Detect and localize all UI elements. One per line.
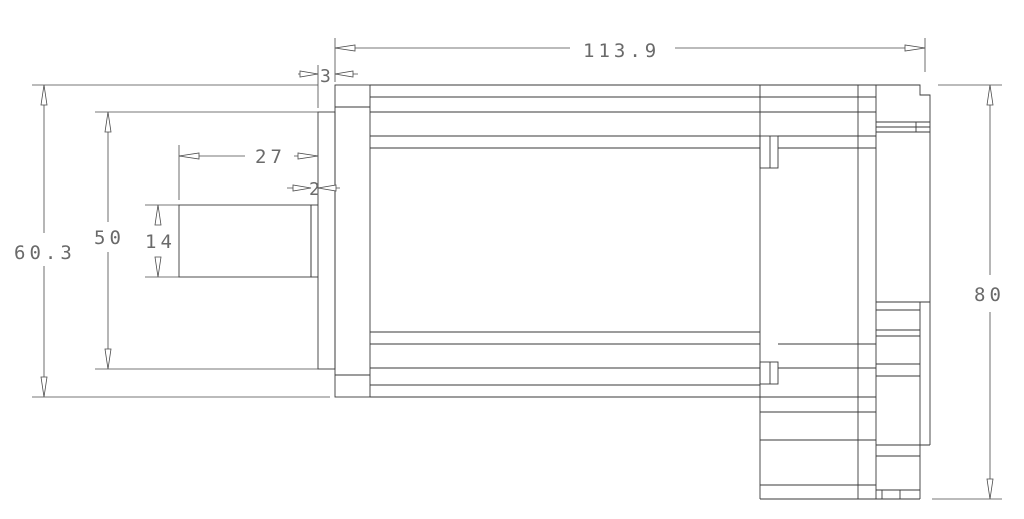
- dim-overall-length: [334, 38, 926, 82]
- tab-top: [759, 135, 779, 169]
- label-flange-thickness: 3: [320, 66, 331, 87]
- label-shaft-length: 27: [255, 146, 286, 168]
- end-cap: [876, 84, 931, 500]
- flange: [334, 84, 371, 398]
- tab-bottom: [759, 361, 779, 385]
- label-bolt-circle: 60.3: [14, 242, 76, 264]
- label-body-height: 80: [974, 284, 1005, 306]
- shaft: [178, 204, 312, 278]
- dim-flange-thickness: [298, 65, 358, 108]
- label-shaft-diameter: 14: [145, 231, 176, 253]
- dim-body-height: [932, 84, 1002, 500]
- dim-pilot-depth: [287, 184, 340, 192]
- dim-bolt-circle: [32, 84, 330, 398]
- label-pilot-depth: 2: [309, 179, 320, 200]
- dim-shaft-length: [178, 145, 319, 200]
- pilot-boss: [317, 111, 336, 370]
- rear-housing: [760, 84, 877, 500]
- dim-shaft-diameter: [145, 204, 179, 278]
- motor-body: [370, 84, 761, 499]
- dim-pilot-diameter: [95, 111, 318, 370]
- label-pilot-diameter: 50: [94, 227, 125, 249]
- label-overall-length: 113.9: [583, 40, 660, 62]
